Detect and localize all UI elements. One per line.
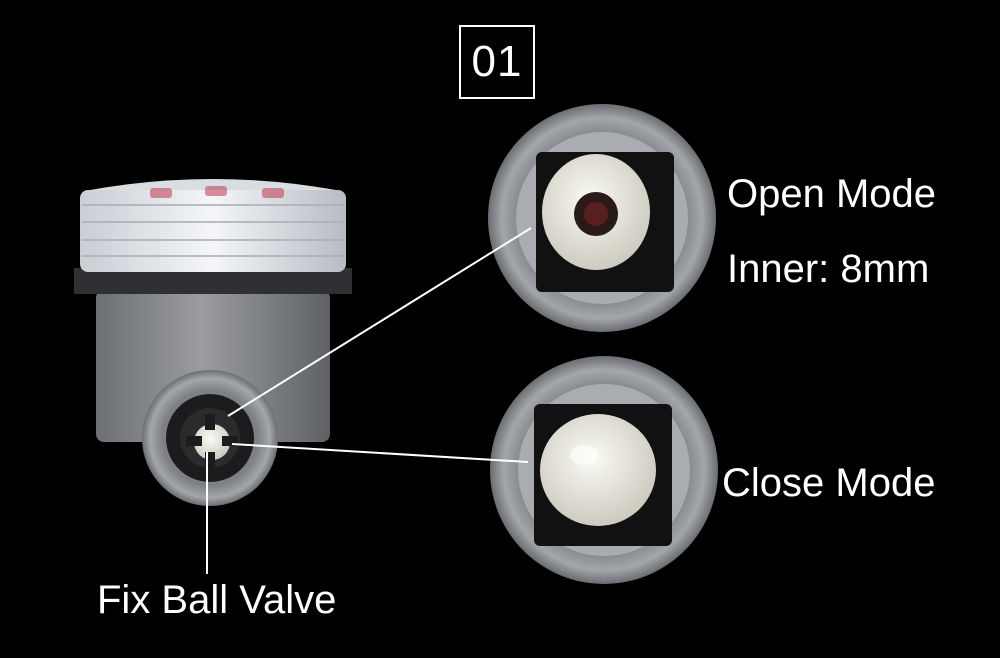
step-number-badge: 01 [459,25,535,99]
fix-ball-valve-label: Fix Ball Valve [97,578,337,622]
open-mode-label: Open Mode [727,172,937,216]
close-mode-closeup [490,356,718,584]
inner-size-label: Inner: 8mm [727,247,930,291]
open-mode-closeup [488,104,716,332]
leader-lines [206,227,532,574]
valve-housing [74,179,352,506]
close-mode-label: Close Mode [722,461,936,505]
